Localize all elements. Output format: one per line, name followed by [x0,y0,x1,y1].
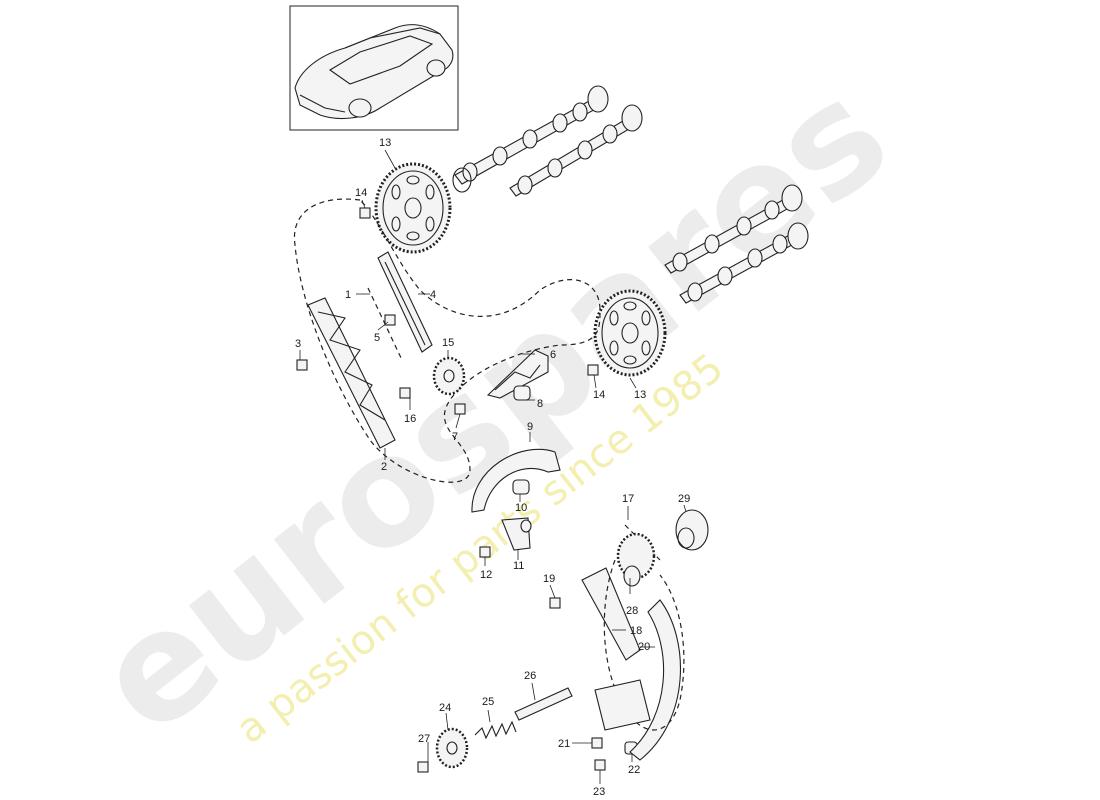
callout-28[interactable]: 28 [626,605,638,617]
tensioner-bracket[interactable] [501,517,532,551]
callout-13-upper[interactable]: 13 [379,137,391,149]
callout-8[interactable]: 8 [537,398,543,410]
callout-1[interactable]: 1 [345,289,351,301]
camshaft-adapter-ring [452,167,472,193]
bolt-21[interactable] [591,737,603,749]
callout-11[interactable]: 11 [513,560,524,572]
callout-17[interactable]: 17 [622,493,634,505]
callout-18[interactable]: 18 [630,625,642,637]
timing-chain-main [293,198,601,483]
callout-25[interactable]: 25 [482,696,494,708]
callout-15[interactable]: 15 [442,337,454,349]
oil-pump-sprocket[interactable] [435,727,469,769]
camshaft-sprocket-upper[interactable] [374,162,452,254]
callout-6[interactable]: 6 [550,349,556,361]
bolt-19[interactable] [549,597,561,609]
lower-guide-rail[interactable] [581,567,641,661]
callout-13-lower[interactable]: 13 [634,389,646,401]
callout-29[interactable]: 29 [678,493,690,505]
callout-7[interactable]: 7 [452,431,458,443]
callout-4[interactable]: 4 [430,289,436,301]
pin-10[interactable] [512,479,530,495]
callout-5[interactable]: 5 [374,332,380,344]
crankshaft-sprocket[interactable] [616,532,656,587]
callout-27[interactable]: 27 [418,733,430,745]
callout-16[interactable]: 16 [404,413,416,425]
callout-20[interactable]: 20 [638,641,650,653]
camshaft-upper-right[interactable] [509,104,643,197]
callout-21[interactable]: 21 [558,738,570,750]
callout-14-upper[interactable]: 14 [355,187,367,199]
camshaft-upper-left[interactable] [454,85,609,185]
bolt-5[interactable] [384,314,396,326]
lower-tensioner-rail[interactable] [629,599,682,761]
drive-gear-29[interactable] [675,509,709,551]
callout-24[interactable]: 24 [439,702,451,714]
chain-guide-lower[interactable] [471,448,561,513]
camshaft-lower-right[interactable] [679,222,809,304]
tensioner-rail[interactable] [307,297,396,449]
callout-19[interactable]: 19 [543,573,555,585]
callout-12[interactable]: 12 [480,569,492,581]
callout-10[interactable]: 10 [515,502,527,514]
vehicle-thumbnail[interactable] [289,5,459,131]
chain-guide-middle[interactable] [486,349,549,399]
bolt-12[interactable] [479,546,491,558]
chain-tensioner-housing[interactable] [594,679,651,731]
bolts [296,207,638,773]
intermediate-sprocket[interactable] [432,356,466,396]
chain-guide-upper[interactable] [377,251,433,353]
car-icon [294,24,454,120]
callouts: 13 14 1 4 5 3 15 6 16 7 8 14 13 2 9 10 1… [295,137,690,798]
bolt-14a[interactable] [359,207,371,219]
callout-9[interactable]: 9 [527,421,533,433]
callout-22[interactable]: 22 [628,764,640,776]
camshaft-lower-left[interactable] [664,184,803,274]
bolt-16[interactable] [399,387,411,399]
callout-23[interactable]: 23 [593,786,605,798]
callout-14-lower[interactable]: 14 [593,389,605,401]
leader-lines [299,149,687,784]
callout-2[interactable]: 2 [381,461,387,473]
pin-8[interactable] [513,385,531,401]
timing-chain-lower [603,559,685,731]
bolt-23[interactable] [594,759,606,771]
bolt-14b[interactable] [587,364,599,376]
bolt-3[interactable] [296,359,308,371]
tensioner-piston[interactable] [514,687,573,721]
camshaft-sprocket-lower[interactable] [593,289,667,377]
bolt-7[interactable] [454,403,466,415]
tensioner-spring[interactable] [474,720,517,740]
callout-3[interactable]: 3 [295,338,301,350]
bolt-27[interactable] [417,761,429,773]
callout-26[interactable]: 26 [524,670,536,682]
